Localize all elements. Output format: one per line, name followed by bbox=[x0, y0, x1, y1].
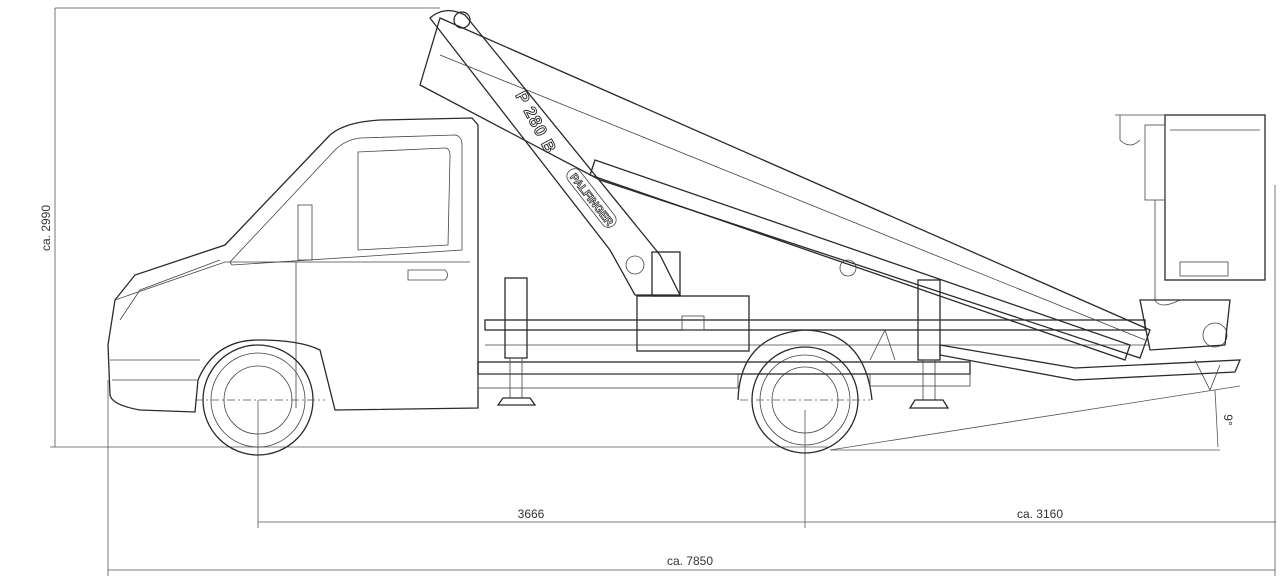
front-outrigger bbox=[496, 277, 537, 406]
dimension-lines bbox=[50, 7, 1276, 576]
rear-outrigger bbox=[908, 279, 950, 409]
rear-boom-support bbox=[939, 344, 1241, 391]
main-boom bbox=[419, 17, 1151, 361]
truck-cab bbox=[107, 117, 479, 413]
brand-label: PALFINGER bbox=[567, 172, 615, 229]
work-basket bbox=[1115, 114, 1266, 351]
chassis-frame bbox=[477, 295, 1150, 389]
articulated-arm: P 280 B PALFINGER bbox=[429, 10, 682, 297]
rear-overhang-dimension-label: ca. 3160 bbox=[1017, 507, 1063, 521]
height-dimension-label: ca. 2990 bbox=[39, 205, 53, 251]
total-length-dimension-label: ca. 7850 bbox=[667, 554, 713, 568]
angle-label: 9° bbox=[1221, 414, 1235, 426]
wheelbase-dimension-label: 3666 bbox=[518, 507, 545, 521]
